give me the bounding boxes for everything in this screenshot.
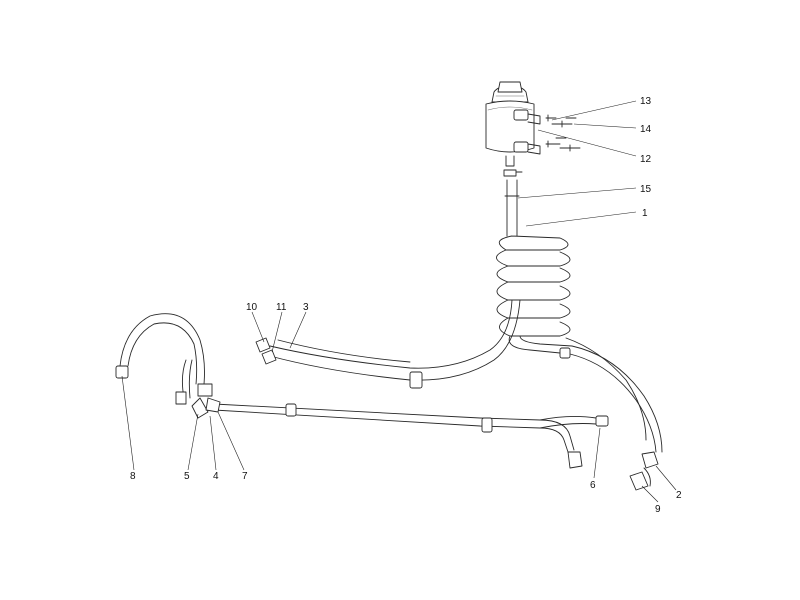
reservoir-assembly: [485, 81, 581, 177]
callout-2: 2: [676, 490, 682, 501]
callout-11: 11: [276, 302, 287, 313]
bolt-set-upper: [545, 114, 577, 128]
callout-8: 8: [130, 471, 136, 482]
leader-6: [593, 427, 601, 479]
leader-1: [525, 211, 637, 227]
leader-14: [573, 123, 637, 129]
leader-3: [289, 311, 307, 349]
leader-lines: [121, 100, 677, 503]
leader-7: [217, 411, 245, 471]
left-hose-bundle: [255, 299, 521, 389]
hose-coil-assembly: [496, 179, 663, 453]
bolt-set-lower: [545, 137, 581, 152]
rigid-line-assembly: [213, 403, 609, 469]
callout-5: 5: [184, 471, 190, 482]
bottom-right-fittings: [629, 451, 659, 491]
callout-7: 7: [242, 471, 248, 482]
callout-10: 10: [246, 302, 258, 313]
leader-9: [641, 485, 659, 503]
leader-4: [209, 415, 217, 471]
callout-15: 15: [640, 184, 652, 195]
callout-9: 9: [655, 504, 661, 515]
leader-11: [271, 311, 283, 353]
callout-3: 3: [303, 302, 309, 313]
leader-2: [655, 465, 677, 491]
callout-4: 4: [213, 471, 219, 482]
leader-10: [251, 311, 265, 343]
leader-13: [551, 100, 637, 121]
leader-8: [121, 375, 135, 471]
leader-15: [517, 187, 637, 199]
callout-14: 14: [640, 124, 652, 135]
callout-6: 6: [590, 480, 596, 491]
leader-12: [537, 129, 637, 157]
loop-hose: [115, 313, 221, 419]
callout-12: 12: [640, 154, 652, 165]
callout-13: 13: [640, 96, 652, 107]
leader-5: [187, 413, 199, 471]
callout-1: 1: [642, 208, 648, 219]
callout-labels: 13 14 12 15 1 10 11 3 8 5 4 7 6 2 9: [130, 96, 682, 515]
